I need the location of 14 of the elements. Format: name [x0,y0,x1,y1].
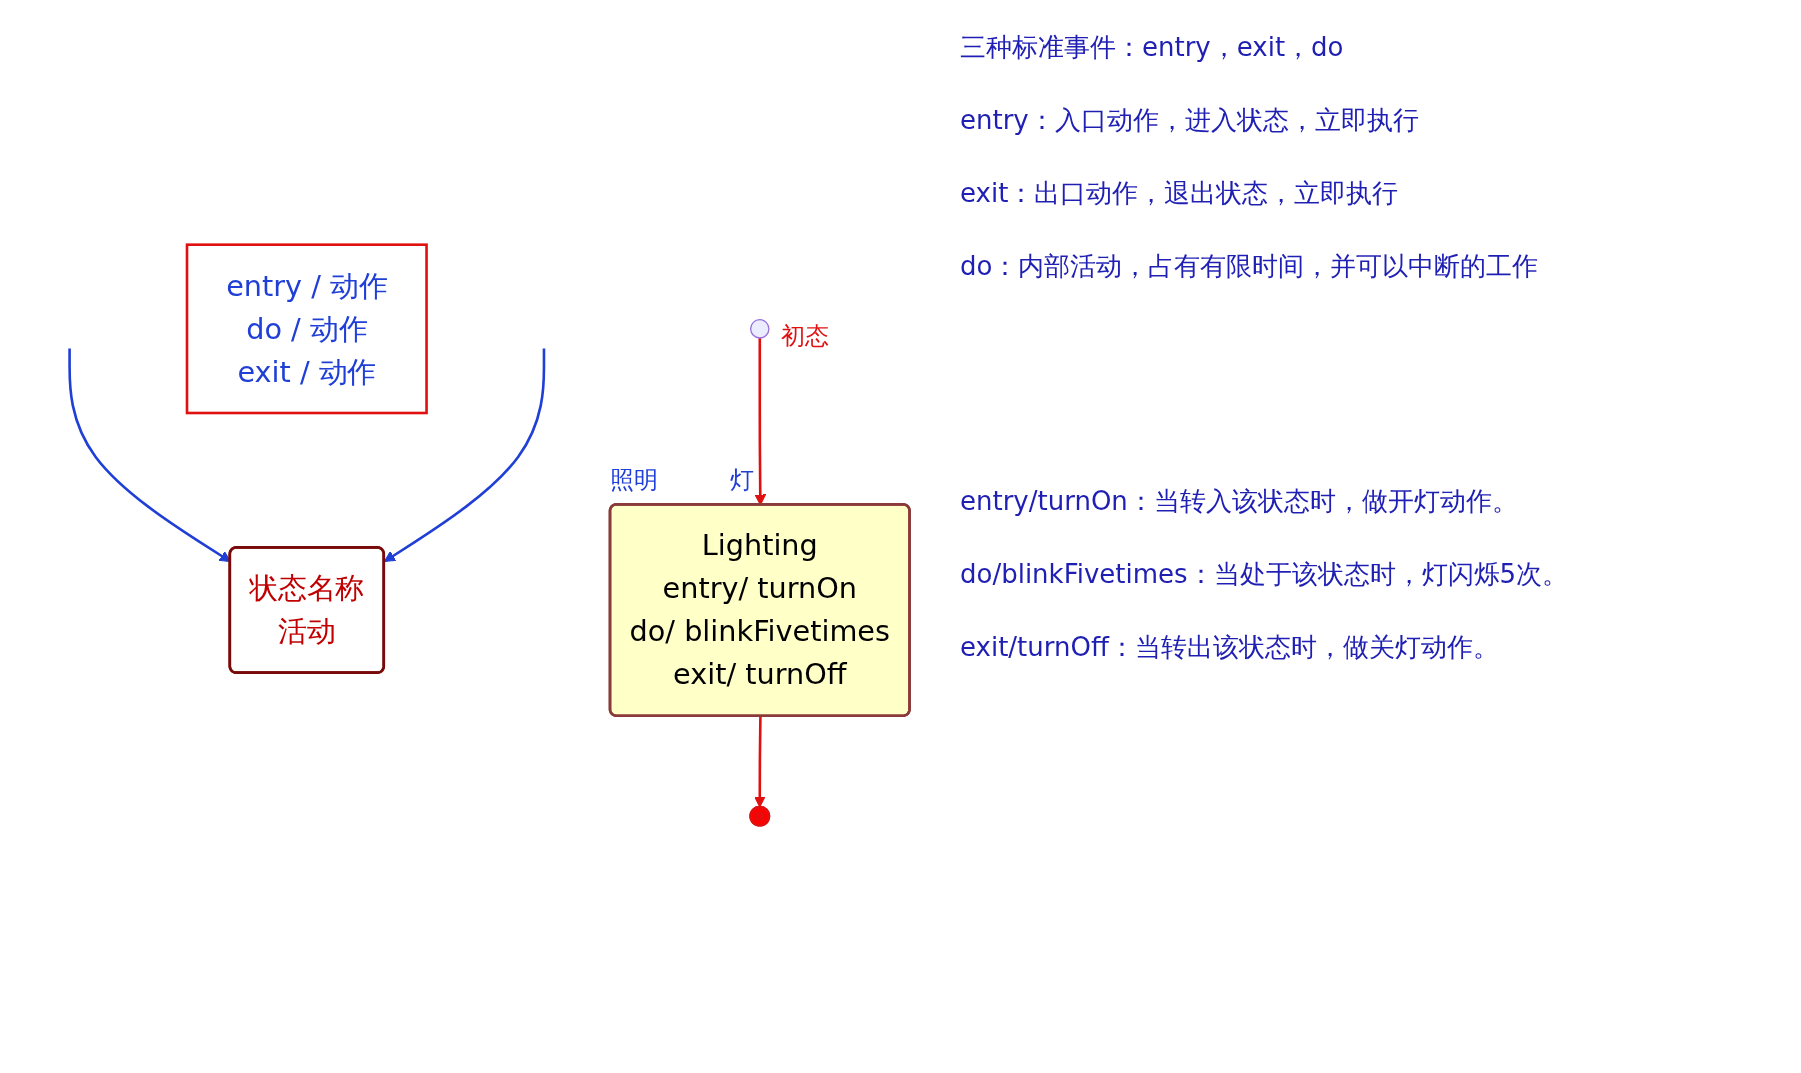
note-text: do：内部活动，占有有限时间，并可以中断的工作 [960,250,1540,283]
note-text: exit/turnOff：当转出该状态时，做关灯动作。 [960,631,1500,664]
arrow [383,348,546,563]
node-box: entry / 动作 do / 动作 exit / 动作 [185,243,428,415]
node-circle [750,319,770,339]
annotation-text: 灯 [730,465,754,497]
note-text: entry/turnOn：当转入该状态时，做开灯动作。 [960,485,1519,518]
note-text: do/blinkFivetimes：当处于该状态时，灯闪烁5次。 [960,558,1570,591]
arrow [754,716,766,808]
annotation-text: 照明 [610,465,658,497]
note-text: 三种标准事件：entry，exit，do [960,31,1345,64]
note-text: entry：入口动作，进入状态，立即执行 [960,104,1420,137]
note-text: exit：出口动作，退出状态，立即执行 [960,177,1400,210]
annotation-text: 初态 [780,320,829,352]
